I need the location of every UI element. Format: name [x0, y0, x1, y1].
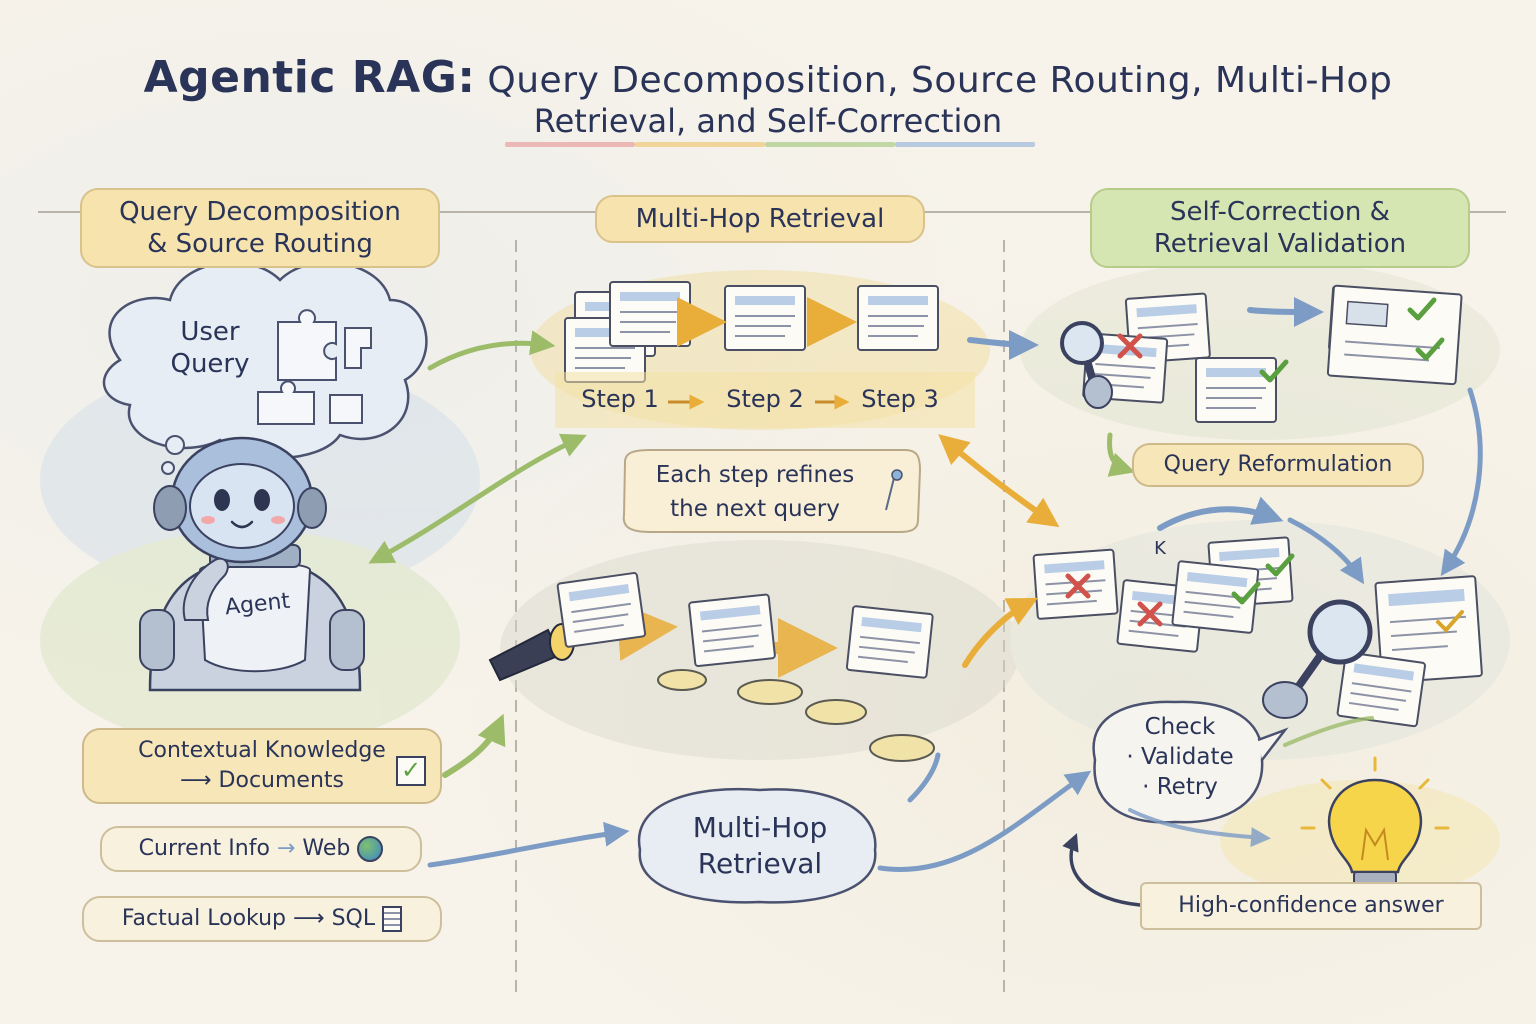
route-to-row: ⟶ Documents: [84, 766, 440, 796]
header-self-correction: Self-Correction & Retrieval Validation: [1090, 188, 1470, 268]
database-icon: [382, 906, 403, 932]
magnifier-hand-icon: [1262, 599, 1373, 719]
check-validate-retry-label: Check · Validate · Retry: [1110, 712, 1250, 802]
pin-icon: [885, 469, 903, 511]
refinement-note: Each step refines the next query: [630, 458, 880, 526]
bubble-line: Retrieval: [697, 847, 823, 880]
check-validate-retry-bubble: [1092, 700, 1289, 824]
globe-icon: [357, 836, 384, 862]
header-line: Multi-Hop Retrieval: [635, 204, 885, 234]
refinement-note-panel: [622, 449, 922, 533]
arrow-right-icon: ⟶: [180, 768, 219, 793]
route-contextual-knowledge: Contextual Knowledge ⟶ Documents ✓: [82, 728, 442, 804]
user-query-cloud: [102, 261, 428, 475]
lightbulb-icon: [1300, 756, 1450, 897]
validation-documents-middle: [1032, 536, 1483, 728]
route-from: Contextual Knowledge: [138, 738, 386, 763]
bubble-line: Multi-Hop: [692, 811, 828, 844]
route-to: SQL: [331, 906, 376, 931]
arrow-right-icon: ⟶: [293, 906, 332, 931]
thought-line: Query: [170, 349, 250, 379]
query-reformulation-box: Query Reformulation: [1132, 443, 1424, 487]
header-multi-hop: Multi-Hop Retrieval: [595, 195, 925, 243]
title-underline: [505, 142, 1035, 147]
step-3-label: Step 3: [861, 385, 939, 413]
page-title: Agentic RAG: Query Decomposition, Source…: [0, 52, 1536, 103]
header-line: & Source Routing: [147, 229, 373, 259]
route-to: Documents: [218, 768, 344, 793]
bubble-line: · Retry: [1142, 774, 1218, 800]
title-rest: Query Decomposition, Source Routing, Mul…: [487, 60, 1393, 101]
note-line: the next query: [670, 496, 840, 522]
route-from: Current Info: [138, 836, 270, 861]
note-line: Each step refines: [655, 462, 855, 488]
magnifier-icon: [1060, 321, 1113, 409]
multi-hop-bubble-label: Multi-Hop Retrieval: [665, 810, 855, 882]
route-factual-lookup: Factual Lookup ⟶ SQL: [82, 896, 442, 942]
puzzle-pieces-icon: [257, 309, 372, 425]
header-line: Retrieval Validation: [1153, 229, 1407, 259]
step-2-label: Step 2: [726, 385, 804, 413]
bubble-line: Check: [1144, 714, 1216, 740]
validation-documents-top: [1060, 284, 1463, 423]
stepping-stones: [657, 669, 935, 762]
checkbox-icon: ✓: [396, 756, 426, 786]
step-1-label: Step 1: [581, 385, 659, 413]
thought-line: User: [180, 317, 240, 347]
header-query-decomposition: Query Decomposition & Source Routing: [80, 188, 440, 268]
title-lead: Agentic RAG:: [143, 52, 476, 103]
header-line: Self-Correction &: [1170, 197, 1390, 227]
bubble-line: · Validate: [1126, 744, 1234, 770]
arrow-right-icon: →: [276, 836, 303, 861]
route-current-info: Current Info → Web: [100, 826, 422, 872]
route-to: Web: [302, 836, 351, 861]
multi-hop-document-chain: [555, 281, 975, 428]
page-subtitle: Retrieval, and Self-Correction: [533, 102, 1003, 140]
high-confidence-answer-box: High-confidence answer: [1140, 882, 1482, 930]
user-query-label: User Query: [150, 316, 270, 380]
doc-mark: K: [1154, 538, 1166, 559]
flow-arrows: [368, 296, 1483, 907]
flashlight-retrieval-scene: [488, 571, 935, 762]
multi-hop-bubble: [637, 787, 877, 904]
agent-robot: [139, 436, 365, 692]
flashlight-icon: [488, 623, 575, 682]
header-line: Query Decomposition: [119, 197, 401, 227]
route-from: Factual Lookup: [121, 906, 287, 931]
